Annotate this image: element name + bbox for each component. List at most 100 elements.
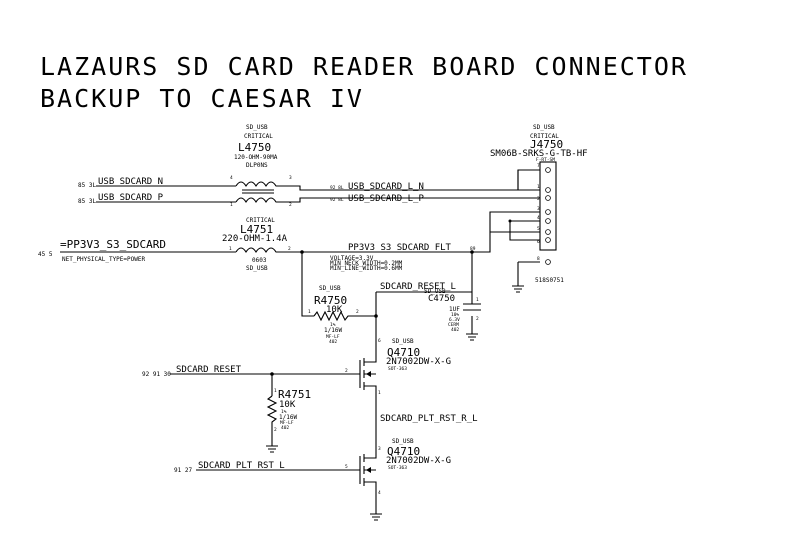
l4751-ref: L4751: [240, 223, 273, 236]
net-sdcard-plt-rst-r-l: SDCARD_PLT_RST_R_L: [380, 414, 478, 424]
r4751-tol: 1%: [281, 409, 287, 415]
net-voltage-prop: VOLTAGE=3.3V: [330, 255, 374, 262]
l4751-critical: CRITICAL: [246, 217, 275, 224]
gnd-icon: [266, 445, 278, 453]
r4750-value: 10K: [326, 305, 343, 315]
l4750-pin: 3: [289, 175, 292, 181]
net-sdcard-plt-rst-l: SDCARD_PLT_RST_L: [198, 461, 285, 471]
net-pp3v3-s3-sdcard: =PP3V3_S3_SDCARD: [60, 238, 166, 251]
j4750-pin-4: [545, 218, 551, 224]
junction-dot: [374, 314, 378, 318]
l4751-pin: 1: [229, 246, 232, 252]
j4750-body: [539, 161, 557, 251]
gnd-icon: [466, 333, 478, 341]
j4750-pin: 4: [537, 215, 540, 221]
j4750-footnote: 518S0751: [535, 277, 564, 284]
connector-j4750: SD_USB CRITICAL J4750 SM06B-SRKS-G-TB-HF…: [490, 124, 588, 284]
net-pp3v3-s3-sdcard-flt: PP3V3_S3_SDCARD_FLT: [348, 243, 452, 253]
wire-usb-l-n: [280, 169, 540, 191]
q4710-bot-ref: Q4710: [387, 445, 420, 458]
j4750-pin-1: [545, 187, 551, 193]
r4750-tol: 1%: [330, 322, 336, 328]
l4751-coil: [235, 247, 280, 254]
q4710-bot-package: SOT-363: [388, 465, 407, 471]
c4750-voltage: 6.3V: [449, 317, 460, 323]
l4751-package: 0603: [252, 257, 267, 264]
gnd-icon: [370, 513, 382, 521]
j4750-pin-7: [545, 167, 551, 173]
l4750-pin: 4: [230, 175, 233, 181]
c4750-pin: 2: [476, 316, 479, 322]
r4751-type: MF-LF: [280, 420, 294, 426]
wire-r4750-left: [301, 252, 314, 317]
j4750-subtype: F-RT-SM: [536, 157, 555, 163]
r4750-bom: SD_USB: [319, 285, 341, 292]
mosfet-q4710-bottom: SD_USB Q4710 2N7002DW-X-G SOT-363 3 5 4: [345, 438, 451, 496]
l4751-bom: SD_USB: [246, 265, 268, 272]
offpage-ref-usb-n: 85 3L: [78, 182, 96, 189]
l4750-package: DLP0NS: [246, 162, 268, 169]
resistor-r4751: R4751 10K 1% 1/16W MF-LF 402 1 2: [266, 388, 311, 433]
r4751-power: 1/16W: [279, 414, 297, 421]
net-usb-sdcard-l-p: USB_SDCARD_L_P: [348, 194, 424, 204]
junction-dot: [300, 250, 304, 254]
junctions: [270, 219, 512, 376]
junction-dot: [508, 219, 512, 223]
j4750-pin: 2: [537, 196, 540, 202]
offpage-ref-usb-l-p: 92 8L: [330, 197, 344, 203]
j4750-pin: 1: [537, 184, 540, 190]
net-physical-type: NET_PHYSICAL_TYPE=POWER: [62, 256, 145, 263]
q4710-top-pin: 6: [378, 338, 381, 344]
l4750-coil-bottom: [235, 197, 280, 204]
j4750-pin-5: [545, 229, 551, 235]
j4750-ref: J4750: [530, 138, 563, 151]
c4750-dielectric: CERM: [448, 322, 459, 328]
r4751-value: 10K: [279, 400, 296, 410]
j4750-part: SM06B-SRKS-G-TB-HF: [490, 149, 588, 159]
j4750-pin-2: [545, 195, 551, 201]
offpage-ref-pp3v3: 45 5: [38, 251, 53, 258]
mosfet-q4710-top: SD_USB Q4710 2N7002DW-X-G SOT-363 6 2 1: [345, 338, 451, 398]
l4751-pin: 2: [288, 246, 291, 252]
q4710-top-package: SOT-363: [388, 366, 407, 372]
l4750-bom: SD_USB: [246, 124, 268, 131]
wire-j-pin3: [489, 211, 540, 232]
net-labels: USB_SDCARD_N USB_SDCARD_P 85 3L 85 3L US…: [38, 177, 478, 474]
q4710-bot-arrow: [366, 467, 371, 473]
l4751-value: 220-OHM-1.4A: [222, 234, 288, 244]
r4750-pin: 1: [308, 309, 311, 315]
q4710-bot-pin: 5: [345, 464, 348, 470]
capacitor-c4750: SD_USB C4750 1UF 10% 6.3V CERM 402 1 2: [424, 288, 481, 333]
net-usb-sdcard-l-n: USB_SDCARD_L_N: [348, 182, 424, 192]
l4750-ref: L4750: [238, 141, 271, 154]
j4750-pin: 3: [537, 206, 540, 212]
offpage-ref-usb-p: 85 3L: [78, 198, 96, 205]
r4751-pin: 1: [274, 388, 277, 394]
q4710-top-pin: 2: [345, 368, 348, 374]
wires: [60, 169, 540, 514]
r4751-ref: R4751: [278, 388, 311, 401]
q4710-top-arrow: [366, 371, 371, 377]
l4750-coil-top: [235, 181, 280, 188]
r4750-power: 1/16W: [324, 327, 342, 334]
gnd-icon: [512, 285, 524, 293]
junction-dot: [270, 372, 274, 376]
r4750-pin: 2: [356, 309, 359, 315]
l4750-pin: 1: [230, 202, 233, 208]
offpage-ref-reset: 92 91 30: [142, 371, 171, 378]
j4750-pin-8: [545, 259, 551, 265]
choke-l4750: SD_USB CRITICAL L4750 120-OHM-90MA DLP0N…: [230, 124, 292, 208]
q4710-bot-pin: 3: [378, 446, 381, 452]
wire-pp3v3-flt: [280, 232, 491, 253]
net-usb-sdcard-n: USB_SDCARD_N: [98, 177, 163, 187]
resistor-r4750: SD_USB R4750 10K 1% 1/16W MF-LF 402 1 2: [308, 285, 359, 345]
offpage-ref-plt-rst: 91 27: [174, 467, 192, 474]
l4750-critical: CRITICAL: [244, 133, 273, 140]
sheet-title-line-2: BACKUP TO CAESAR IV: [40, 84, 364, 113]
q4710-bot-gate: [354, 456, 361, 484]
r4751-package: 402: [281, 425, 289, 431]
net-sdcard-reset-l: SDCARD_RESET_L: [380, 282, 456, 292]
r4751-pin: 2: [274, 427, 277, 433]
